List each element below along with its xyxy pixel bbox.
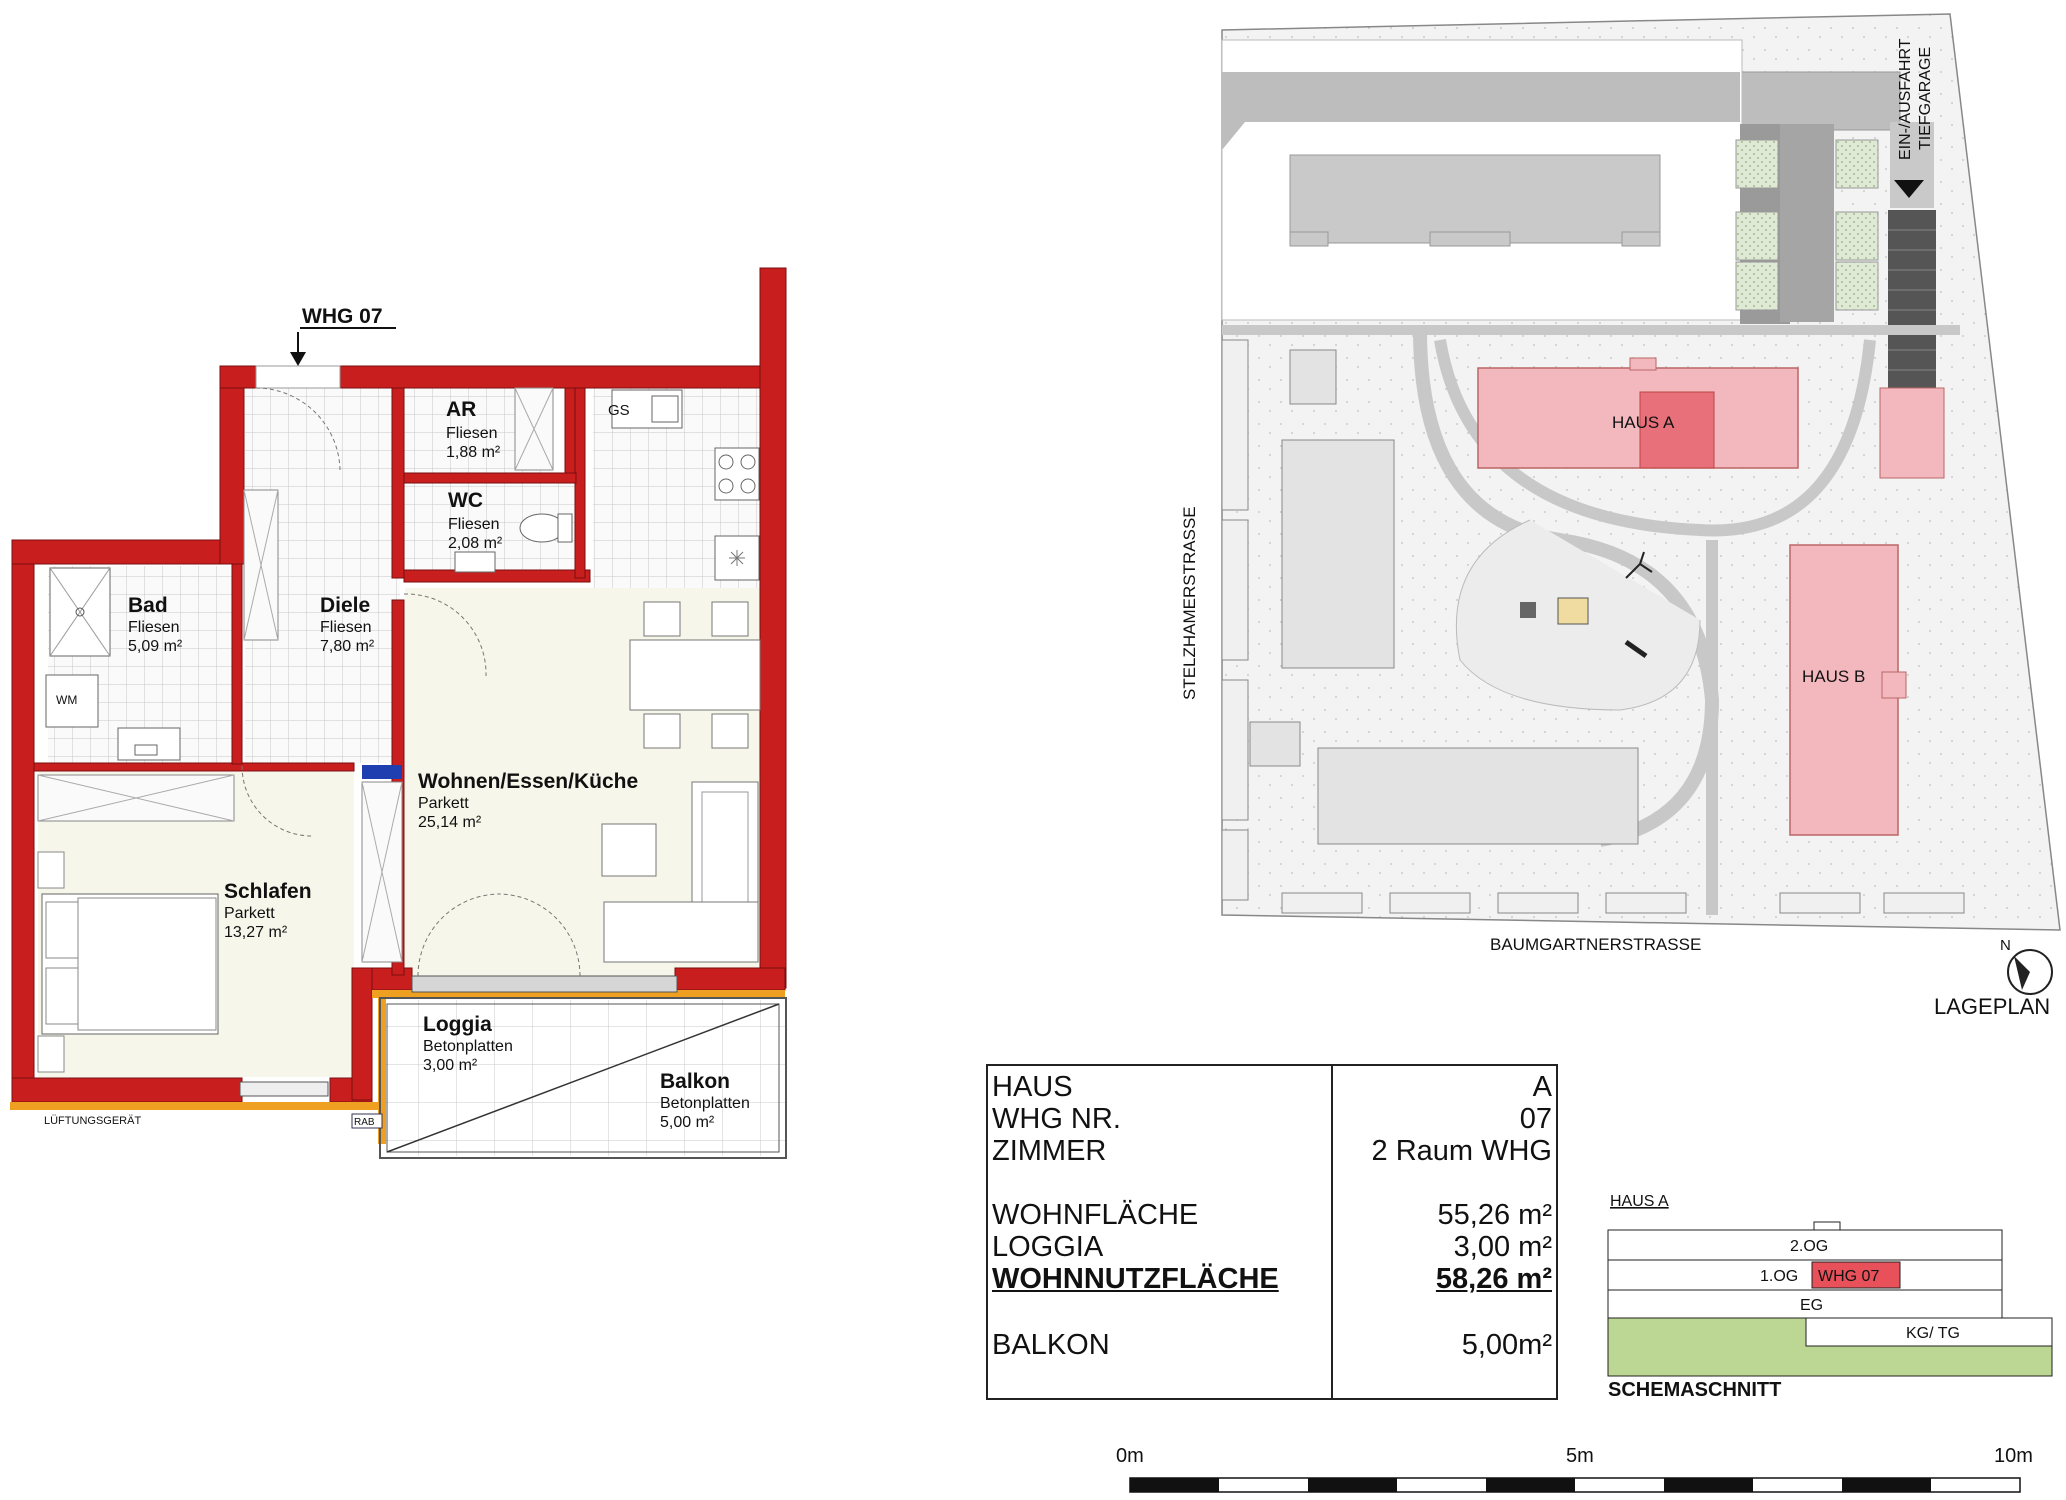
room-wc-area: 2,08 m² [448, 535, 503, 552]
info-value: 55,26 m² [1437, 1199, 1552, 1231]
scale-0: 0m [1116, 1445, 1144, 1467]
room-bad-material: Fliesen [128, 619, 180, 636]
room-bad-name: Bad [128, 594, 168, 617]
room-balkon-material: Betonplatten [660, 1095, 750, 1112]
info-key: HAUS [992, 1071, 1073, 1103]
info-value: 3,00 m² [1453, 1231, 1552, 1263]
room-balkon-area: 5,00 m² [660, 1114, 715, 1131]
garage-line2: TIEFGARAGE [1917, 47, 1934, 150]
info-value: 5,00m² [1461, 1329, 1552, 1361]
info-key: BALKON [992, 1329, 1110, 1361]
room-wc-material: Fliesen [448, 516, 500, 533]
whg-highlight [1811, 1261, 1901, 1289]
table-divider [1331, 1066, 1333, 1398]
info-key: LOGGIA [992, 1231, 1104, 1263]
room-diele-area: 7,80 m² [320, 638, 375, 655]
room-loggia-area: 3,00 m² [423, 1057, 478, 1074]
info-row-haus: HAUS A [988, 1070, 1556, 1104]
site-plan: HAUS A HAUS B STELZHAMERSTRASSE BAUMGART… [1180, 13, 2061, 1019]
section-caption: SCHEMASCHNITT [1608, 1379, 1781, 1401]
info-value: 2 Raum WHG [1371, 1135, 1552, 1167]
floor-1og: 1.OG [1760, 1268, 1798, 1285]
section-diagram: HAUS A 2.OG 1.OG WHG 07 EG KG/ TG SCHEMA… [1607, 1193, 2053, 1401]
info-key: WHG NR. [992, 1103, 1121, 1135]
door-swings [241, 387, 581, 977]
floor-kg: KG/ TG [1906, 1325, 1960, 1342]
scale-10: 10m [1994, 1445, 2033, 1467]
room-schlafen-area: 13,27 m² [224, 924, 288, 941]
info-row-wohnnutzflaeche: WOHNNUTZFLÄCHE 58,26 m² [988, 1262, 1556, 1296]
floor-eg: EG [1800, 1297, 1823, 1314]
room-diele-material: Fliesen [320, 619, 372, 636]
room-schlafen-name: Schlafen [224, 880, 312, 903]
info-value: 58,26 m² [1435, 1263, 1552, 1295]
scale-bar: 0m 5m 10m [1116, 1445, 2033, 1493]
info-key: ZIMMER [992, 1135, 1107, 1167]
fixture-wm: WM [56, 693, 77, 707]
cooktop [714, 447, 760, 501]
glazing [411, 975, 678, 993]
section-title: HAUS A [1610, 1193, 1669, 1210]
info-row-whg: WHG NR. 07 [988, 1102, 1556, 1136]
whg-highlight-label: WHG 07 [1818, 1268, 1879, 1285]
haus-a-label: HAUS A [1612, 413, 1675, 432]
room-ar-name: AR [446, 398, 476, 421]
unit-info-table: HAUS A WHG NR. 07 ZIMMER 2 Raum WHG WOHN… [986, 1064, 1558, 1400]
fixture-gs: GS [608, 402, 630, 419]
room-bad-area: 5,09 m² [128, 638, 183, 655]
info-key: WOHNFLÄCHE [992, 1199, 1199, 1231]
room-ar-material: Fliesen [446, 425, 498, 442]
room-wohnen-name: Wohnen/Essen/Küche [418, 770, 638, 793]
info-value: 07 [1519, 1103, 1552, 1135]
room-balkon-name: Balkon [660, 1070, 730, 1093]
balcony-edge [10, 1102, 380, 1110]
scale-5: 5m [1566, 1445, 1594, 1467]
room-wc-name: WC [448, 489, 483, 512]
room-loggia-material: Betonplatten [423, 1038, 513, 1055]
room-diele-name: Diele [320, 594, 370, 617]
unit-marker: WHG 07 [302, 305, 383, 328]
haus-a [1477, 367, 1799, 469]
fixture-lueftung: LÜFTUNGSGERÄT [44, 1115, 141, 1127]
room-wohnen-material: Parkett [418, 795, 469, 812]
siteplan-title: LAGEPLAN [1934, 994, 2050, 1019]
washing-machine [45, 674, 99, 728]
room-wohnen-area: 25,14 m² [418, 814, 482, 831]
fixture-rab: RAB [354, 1117, 375, 1128]
room-ar-area: 1,88 m² [446, 444, 501, 461]
room-schlafen-material: Parkett [224, 905, 275, 922]
floor-2og: 2.OG [1790, 1238, 1828, 1255]
street-west: STELZHAMERSTRASSE [1180, 506, 1199, 700]
street-south: BAUMGARTNERSTRASSE [1490, 935, 1701, 954]
floor-plan: WHG 07 AR Fliesen 1,88 m² WC Fliesen 2,0… [10, 267, 787, 1159]
info-row-balkon: BALKON 5,00m² [988, 1328, 1556, 1362]
info-row-wohnflaeche: WOHNFLÄCHE 55,26 m² [988, 1198, 1556, 1232]
north-label: N [2000, 937, 2011, 954]
info-value: A [1532, 1071, 1552, 1103]
haus-a-highlight [1639, 391, 1715, 469]
wall-blue [362, 765, 402, 779]
bath-sink [117, 727, 181, 761]
info-key: WOHNNUTZFLÄCHE [992, 1263, 1279, 1295]
haus-b-label: HAUS B [1802, 667, 1865, 686]
info-row-loggia: LOGGIA 3,00 m² [988, 1230, 1556, 1264]
info-row-zimmer: ZIMMER 2 Raum WHG [988, 1134, 1556, 1168]
room-loggia-name: Loggia [423, 1013, 492, 1036]
garage-line1: EIN-/AUSFAHRT [1897, 38, 1914, 160]
